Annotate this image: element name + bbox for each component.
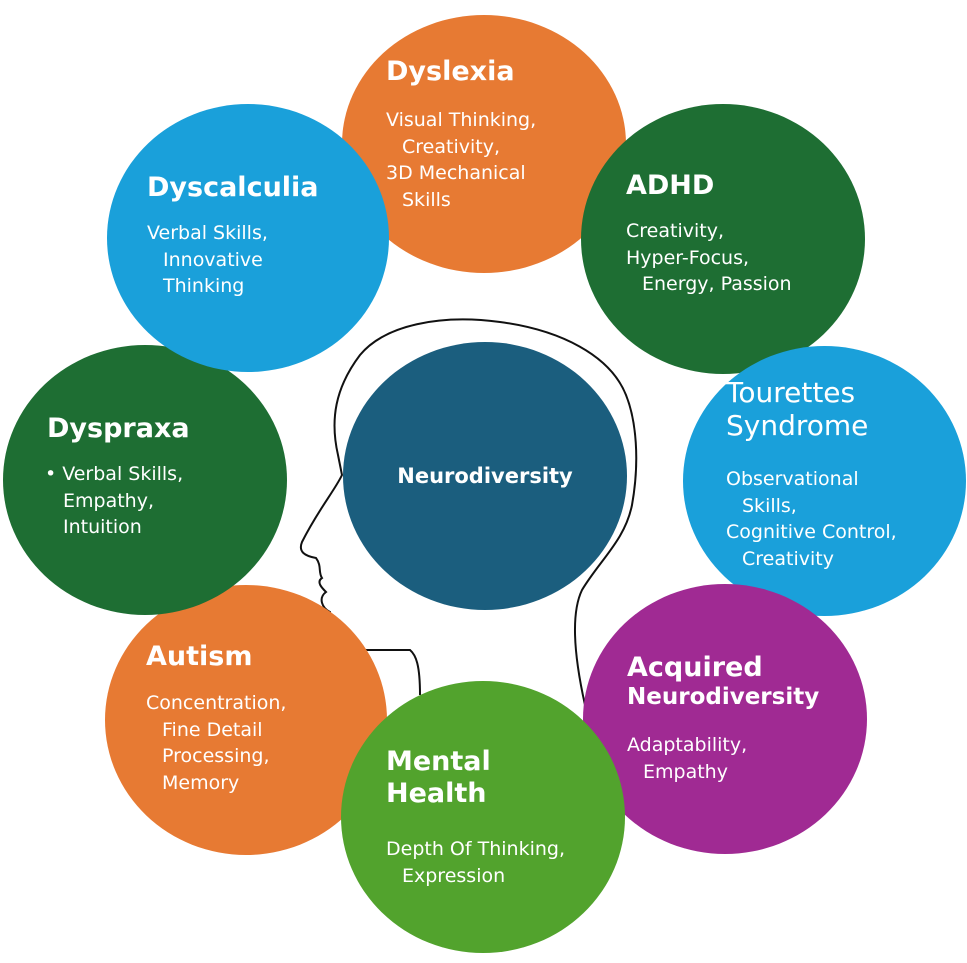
tourettes-strength-3: Cognitive Control, — [726, 521, 897, 544]
acquired-strength-2: Empathy — [643, 760, 728, 783]
dyspraxa-strength-2: Empathy, — [63, 489, 154, 512]
mental-health-circle: Mental Health Depth Of Thinking, Express… — [341, 681, 625, 953]
dyspraxa-strength-1: Verbal Skills, — [47, 461, 183, 488]
dyscalculia-strength-1: Verbal Skills, — [147, 222, 268, 244]
mental-health-title: Mental Health — [386, 746, 491, 810]
autism-strength-2: Fine Detail — [162, 718, 263, 741]
dyspraxa-strengths: Verbal Skills, Empathy, Intuition — [47, 461, 183, 541]
adhd-strengths: Creativity, Hyper-Focus, Energy, Passion — [626, 218, 792, 298]
dyspraxa-title: Dyspraxa — [47, 413, 190, 444]
mental-health-strength-2: Expression — [402, 864, 506, 887]
dyslexia-title: Dyslexia — [386, 56, 515, 87]
tourettes-circle: Tourettes Syndrome Observational Skills,… — [683, 346, 966, 616]
acquired-strengths: Adaptability, Empathy — [627, 732, 747, 785]
tourettes-title-line-2: Syndrome — [726, 409, 869, 443]
adhd-title: ADHD — [626, 170, 715, 201]
adhd-strength-1: Creativity, — [626, 220, 724, 242]
autism-strengths: Concentration, Fine Detail Processing, M… — [146, 690, 286, 796]
dyslexia-strength-3: 3D Mechanical — [386, 162, 526, 185]
adhd-strength-2: Hyper-Focus, — [626, 246, 750, 269]
adhd-strength-3: Energy, Passion — [642, 273, 792, 296]
dyslexia-strength-1: Visual Thinking, — [386, 109, 537, 131]
dyscalculia-strength-3: Thinking — [163, 275, 245, 298]
dyslexia-strength-2: Creativity, — [402, 135, 500, 158]
tourettes-strengths: Observational Skills, Cognitive Control,… — [726, 466, 897, 572]
tourettes-strength-1: Observational — [726, 468, 859, 490]
dyscalculia-strengths: Verbal Skills, Innovative Thinking — [147, 220, 268, 300]
tourettes-strength-2: Skills, — [742, 494, 797, 517]
acquired-strength-1: Adaptability, — [627, 734, 748, 756]
tourettes-title-line-1: Tourettes — [726, 376, 856, 409]
autism-strength-3: Processing, — [162, 745, 270, 768]
mental-health-title-line-1: Mental — [386, 746, 491, 777]
neurodiversity-center-circle: Neurodiversity — [343, 342, 627, 610]
dyspraxa-circle: Dyspraxa Verbal Skills, Empathy, Intuiti… — [3, 345, 287, 615]
dyslexia-strength-4: Skills — [402, 188, 451, 211]
autism-circle: Autism Concentration, Fine Detail Proces… — [105, 585, 387, 855]
acquired-title-line-1: Acquired — [627, 652, 763, 683]
dyscalculia-circle: Dyscalculia Verbal Skills, Innovative Th… — [107, 104, 389, 372]
head-profile-line — [299, 318, 638, 706]
acquired-title-line-2: Neurodiversity — [627, 683, 820, 710]
adhd-circle: ADHD Creativity, Hyper-Focus, Energy, Pa… — [581, 104, 865, 374]
tourettes-strength-4: Creativity — [742, 547, 834, 570]
acquired-title: Acquired Neurodiversity — [627, 652, 819, 711]
mental-health-title-line-2: Health — [386, 777, 487, 809]
mental-health-strength-1: Depth Of Thinking, — [386, 838, 565, 860]
dyscalculia-title: Dyscalculia — [147, 172, 319, 203]
dyspraxa-strength-1-text: Verbal Skills, — [62, 463, 184, 485]
tourettes-title: Tourettes Syndrome — [726, 376, 868, 442]
dyspraxa-strength-3: Intuition — [63, 516, 142, 539]
autism-strength-4: Memory — [162, 771, 240, 794]
neurodiversity-center-label: Neurodiversity — [397, 464, 573, 488]
autism-title: Autism — [146, 641, 253, 672]
dyslexia-strengths: Visual Thinking, Creativity, 3D Mechanic… — [386, 107, 536, 213]
autism-strength-1: Concentration, — [146, 692, 287, 714]
mental-health-strengths: Depth Of Thinking, Expression — [386, 836, 565, 889]
dyscalculia-strength-2: Innovative — [163, 248, 263, 271]
acquired-neurodiversity-circle: Acquired Neurodiversity Adaptability, Em… — [583, 584, 867, 854]
dyslexia-circle: Dyslexia Visual Thinking, Creativity, 3D… — [342, 15, 626, 273]
